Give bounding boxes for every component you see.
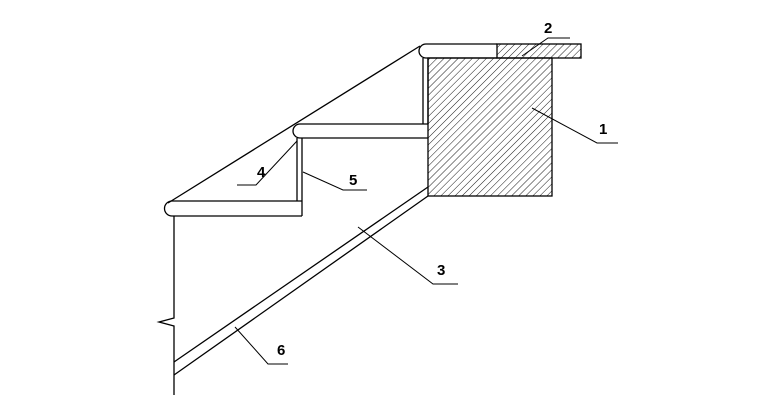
middle-tread <box>292 123 428 139</box>
left-support-with-break <box>156 216 175 395</box>
label-5: 5 <box>349 172 357 189</box>
leader-3 <box>357 226 458 285</box>
label-3: 3 <box>437 262 445 279</box>
bottom-tread <box>163 200 302 217</box>
leader-2 <box>521 37 570 57</box>
top-nosing <box>418 43 497 59</box>
nosing-line <box>167 45 421 204</box>
label-6: 6 <box>277 342 285 359</box>
label-2: 2 <box>544 20 552 37</box>
label-1: 1 <box>599 121 607 138</box>
label-4: 4 <box>257 164 266 181</box>
leader-5 <box>302 171 367 191</box>
landing-slab <box>496 43 582 59</box>
slab-lower-line <box>173 195 429 376</box>
leader-6 <box>234 326 288 365</box>
landing-beam <box>427 57 553 197</box>
leader-4 <box>237 140 298 186</box>
leader-1 <box>531 107 618 144</box>
slab-upper-line <box>173 186 429 363</box>
